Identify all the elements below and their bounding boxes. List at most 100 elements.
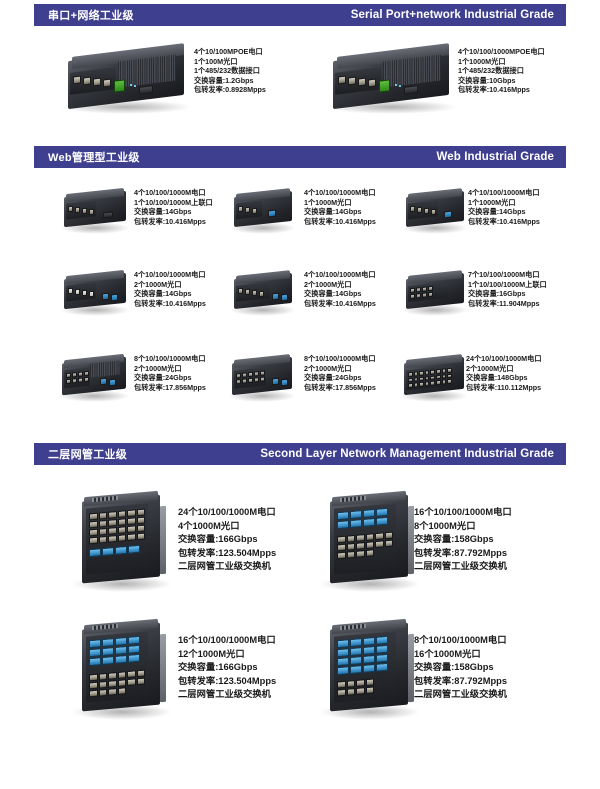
product-image-web-4ge-2sfp-b: [228, 270, 298, 316]
spec-line: 1个485/232数据接口: [458, 66, 524, 76]
product-image-serial-1000m-poe: [325, 43, 457, 114]
spec-line: 交换容量:14Gbps: [304, 289, 362, 299]
spec-line: 4个10/100/1000M电口: [304, 270, 376, 279]
product-image-web-8ge-2sfp: [56, 353, 132, 402]
spec-line: 包转发率:10.416Mpps: [458, 85, 530, 95]
section-title-cn: 二层网管工业级: [48, 449, 128, 461]
spec-line: 包转发率:17.856Mpps: [134, 382, 206, 392]
spec-line: 交换容量:14Gbps: [134, 207, 192, 217]
product-image-web-7ge-1uplink: [400, 270, 470, 316]
product-image-web-24ge-2sfp: [398, 354, 470, 402]
spec-line: 二层网管工业级交换机: [178, 561, 271, 572]
spec-line: 8个10/100/1000M电口: [134, 354, 206, 363]
product-specs-web-8ge-2sfp: 8个10/100/1000M电口 2个1000M光口 交换容量:24Gbps 包…: [134, 354, 206, 392]
spec-line: 8个10/100/1000M电口: [304, 354, 376, 363]
product-image-l2-16ge-8sfp: [318, 490, 422, 592]
section-title-cn: 串口+网络工业级: [48, 10, 134, 22]
spec-line: 1个10/100/1000M上联口: [134, 197, 213, 207]
product-image-l2-24ge-4sfp: [70, 490, 174, 592]
spec-line: 1个1000M光口: [304, 197, 352, 207]
product-specs-web-4ge-2sfp: 4个10/100/1000M电口 2个1000M光口 交换容量:14Gbps 包…: [134, 270, 206, 308]
product-specs-web-4ge-1sfp-b: 4个10/100/1000M电口 1个1000M光口 交换容量:14Gbps 包…: [468, 188, 540, 226]
spec-line: 4个10/100/1000M电口: [134, 188, 206, 197]
spec-line: 16个10/100/1000M电口: [414, 507, 512, 517]
spec-line: 2个1000M光口: [304, 363, 352, 373]
product-specs-web-4ge-1uplink: 4个10/100/1000M电口 1个10/100/1000M上联口 交换容量:…: [134, 188, 213, 226]
spec-line: 交换容量:166Gbps: [178, 534, 258, 545]
spec-line: 交换容量:14Gbps: [134, 289, 192, 299]
spec-line: 24个10/100/1000M电口: [178, 507, 276, 517]
spec-line: 4个10/100/1000MPOE电口: [458, 47, 545, 56]
product-specs-l2-16ge-8sfp: 16个10/100/1000M电口 8个1000M光口 交换容量:158Gbps…: [414, 506, 512, 574]
product-image-l2-16ge-12sfp: [70, 618, 174, 720]
spec-line: 16个10/100/1000M电口: [178, 635, 276, 645]
section-title-en: Web Industrial Grade: [436, 151, 554, 163]
product-specs-web-24ge-2sfp: 24个10/100/1000M电口 2个1000M光口 交换容量:148Gbps…: [466, 354, 542, 392]
product-specs-l2-24ge-4sfp: 24个10/100/1000M电口 4个1000M光口 交换容量:166Gbps…: [178, 506, 276, 574]
spec-line: 24个10/100/1000M电口: [466, 354, 542, 363]
spec-line: 1个1000M光口: [468, 197, 516, 207]
spec-line: 4个10/100/1000M电口: [134, 270, 206, 279]
spec-line: 4个10/100/1000M电口: [468, 188, 540, 197]
product-image-web-8ge-2sfp-b: [226, 354, 298, 402]
spec-line: 8个1000M光口: [414, 520, 476, 531]
product-specs-serial-1000m-poe: 4个10/100/1000MPOE电口 1个1000M光口 1个485/232数…: [458, 47, 545, 95]
spec-line: 交换容量:158Gbps: [414, 534, 494, 545]
spec-line: 包转发率:87.792Mpps: [414, 675, 507, 686]
spec-line: 包转发率:10.416Mpps: [134, 216, 206, 226]
product-specs-web-4ge-2sfp-b: 4个10/100/1000M电口 2个1000M光口 交换容量:14Gbps 包…: [304, 270, 376, 308]
product-specs-web-4ge-1sfp: 4个10/100/1000M电口 1个1000M光口 交换容量:14Gbps 包…: [304, 188, 376, 226]
section-header-web-managed: Web管理型工业级 Web Industrial Grade: [34, 146, 566, 168]
spec-line: 2个1000M光口: [466, 363, 514, 373]
spec-line: 包转发率:17.856Mpps: [304, 382, 376, 392]
spec-line: 8个10/100/1000M电口: [414, 635, 507, 645]
product-specs-l2-8ge-16sfp: 8个10/100/1000M电口 16个1000M光口 交换容量:158Gbps…: [414, 634, 507, 702]
spec-line: 1个100M光口: [194, 56, 238, 66]
spec-line: 交换容量:24Gbps: [304, 373, 362, 383]
spec-line: 交换容量:158Gbps: [414, 662, 494, 673]
product-image-web-4ge-1sfp: [228, 188, 298, 234]
spec-line: 包转发率:87.792Mpps: [414, 547, 507, 558]
product-image-web-4ge-1sfp-b: [400, 188, 470, 234]
spec-line: 16个1000M光口: [414, 648, 481, 659]
spec-line: 2个1000M光口: [134, 363, 182, 373]
spec-line: 包转发率:10.416Mpps: [304, 216, 376, 226]
spec-line: 包转发率:11.904Mpps: [468, 298, 540, 308]
spec-line: 1个485/232数据接口: [194, 66, 260, 76]
spec-line: 包转发率:0.8928Mpps: [194, 85, 266, 95]
section-title-en: Second Layer Network Management Industri…: [260, 448, 554, 460]
spec-line: 7个10/100/1000M电口: [468, 270, 540, 279]
spec-line: 包转发率:10.416Mpps: [304, 298, 376, 308]
spec-line: 交换容量:166Gbps: [178, 662, 258, 673]
spec-line: 1个1000M光口: [458, 56, 506, 66]
spec-line: 包转发率:123.504Mpps: [178, 675, 277, 686]
spec-line: 4个1000M光口: [178, 520, 240, 531]
spec-line: 4个10/100/1000M电口: [304, 188, 376, 197]
product-image-serial-100m-poe: [60, 43, 192, 114]
product-specs-serial-100m-poe: 4个10/100MPOE电口 1个100M光口 1个485/232数据接口 交换…: [194, 47, 266, 95]
section-header-layer2-managed: 二层网管工业级 Second Layer Network Management …: [34, 443, 566, 465]
spec-line: 4个10/100MPOE电口: [194, 47, 263, 56]
spec-line: 交换容量:10Gbps: [458, 75, 516, 85]
spec-line: 二层网管工业级交换机: [178, 689, 271, 700]
spec-line: 包转发率:10.416Mpps: [468, 216, 540, 226]
spec-line: 1个10/100/1000M上联口: [468, 279, 547, 289]
spec-line: 交换容量:24Gbps: [134, 373, 192, 383]
product-image-web-4ge-1uplink: [58, 187, 132, 234]
section-header-serial-network: 串口+网络工业级 Serial Port+network Industrial …: [34, 4, 566, 26]
spec-line: 交换容量:14Gbps: [304, 207, 362, 217]
product-specs-web-8ge-2sfp-b: 8个10/100/1000M电口 2个1000M光口 交换容量:24Gbps 包…: [304, 354, 376, 392]
spec-line: 12个1000M光口: [178, 648, 245, 659]
spec-line: 2个1000M光口: [134, 279, 182, 289]
spec-line: 交换容量:16Gbps: [468, 289, 526, 299]
spec-line: 包转发率:110.112Mpps: [466, 382, 542, 392]
product-specs-web-7ge-1uplink: 7个10/100/1000M电口 1个10/100/1000M上联口 交换容量:…: [468, 270, 547, 308]
spec-line: 二层网管工业级交换机: [414, 689, 507, 700]
product-specs-l2-16ge-12sfp: 16个10/100/1000M电口 12个1000M光口 交换容量:166Gbp…: [178, 634, 276, 702]
spec-line: 交换容量:1.2Gbps: [194, 75, 254, 85]
spec-line: 交换容量:14Gbps: [468, 207, 526, 217]
spec-line: 包转发率:10.416Mpps: [134, 298, 206, 308]
product-image-web-4ge-2sfp: [58, 269, 132, 316]
section-title-cn: Web管理型工业级: [48, 152, 140, 164]
